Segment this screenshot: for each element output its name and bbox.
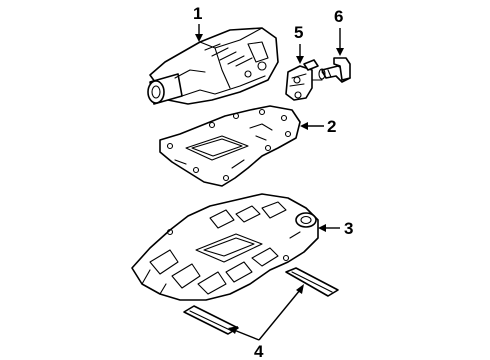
callout-2: 2	[300, 117, 336, 136]
callout-4: 4	[228, 284, 304, 360]
intake-gasket	[159, 105, 301, 187]
callout-1-label: 1	[193, 4, 202, 23]
callout-3: 3	[318, 219, 353, 238]
callout-2-label: 2	[327, 117, 336, 136]
intake-manifold	[131, 193, 319, 301]
manifold-seal-left	[183, 305, 239, 335]
callout-5: 5	[294, 23, 304, 64]
manifold-seal-right	[285, 267, 339, 297]
callout-6: 6	[334, 7, 344, 56]
callout-5-label: 5	[294, 23, 303, 42]
callout-4-label: 4	[254, 342, 264, 360]
callout-1: 1	[193, 4, 203, 42]
supercharger	[147, 27, 279, 105]
callout-6-label: 6	[334, 7, 343, 26]
hose	[318, 57, 351, 83]
bypass-valve	[285, 59, 323, 101]
callout-3-label: 3	[344, 219, 353, 238]
